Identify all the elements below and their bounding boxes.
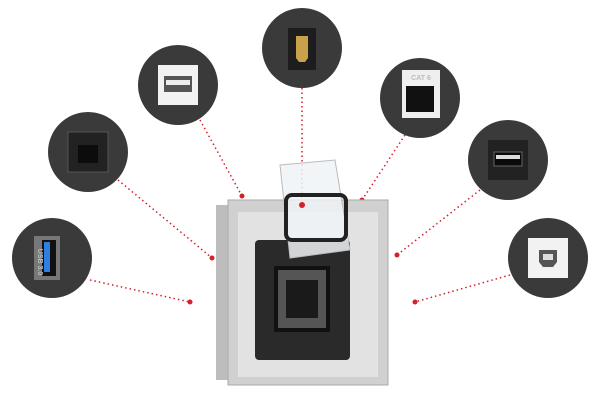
cat6-port-circle: CAT 6: [380, 58, 460, 138]
rj45-black-port-circle: [48, 112, 128, 192]
usb3-label: USB 3.0: [36, 249, 43, 276]
hdmi-port-circle: [262, 8, 342, 88]
usb-3-port-circle: USB 3.0: [12, 218, 92, 298]
usb-a-black-port-circle: [468, 120, 548, 200]
connector-lines: [89, 88, 511, 303]
socket-device: [216, 159, 389, 386]
cat6-label: CAT 6: [411, 75, 431, 82]
usb-a-white-port-circle: [138, 45, 218, 125]
usb-b-port-circle: [508, 218, 588, 298]
